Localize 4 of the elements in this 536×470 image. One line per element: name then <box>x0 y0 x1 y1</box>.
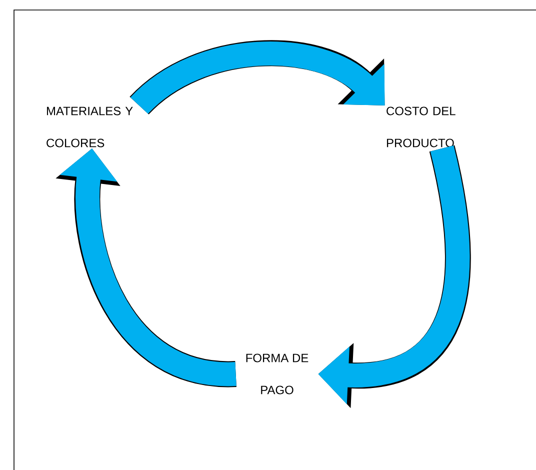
node-label: FORMA DE PAGO <box>246 354 308 394</box>
node-label: MATERIALES Y COLORES <box>46 106 133 148</box>
block-arrow <box>130 40 385 116</box>
node-label: COSTO DEL PRODUCTO <box>386 106 456 148</box>
